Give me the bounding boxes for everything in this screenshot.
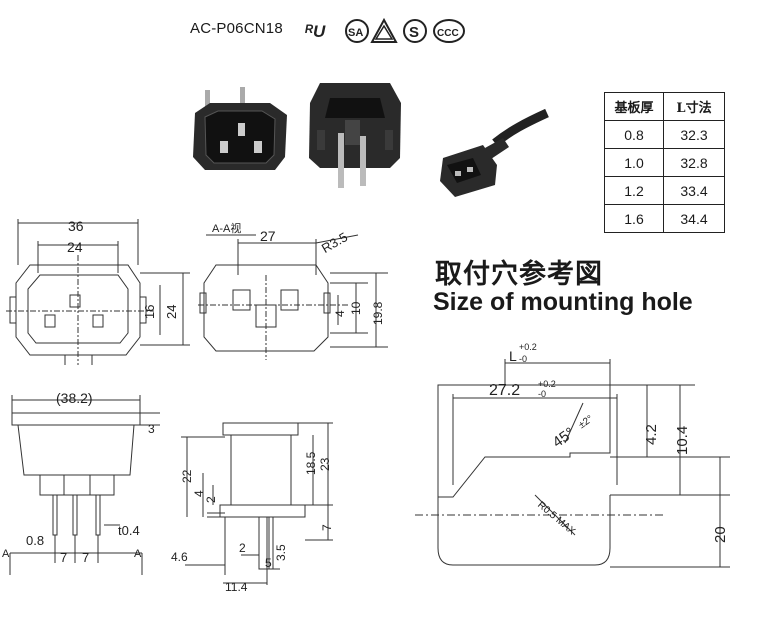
table-cell: 32.3	[663, 120, 725, 149]
dim-l-label: L	[509, 348, 517, 364]
svg-text:ᴿU: ᴿU	[304, 22, 326, 41]
svg-text:CCC: CCC	[437, 28, 459, 39]
dim-38-2: (38.2)	[56, 390, 93, 406]
section-aa-drawing: A-A视 27 R3.5 4 10 19.8	[198, 221, 388, 360]
dim-5: 5	[265, 556, 272, 570]
dim-16: 16	[142, 305, 157, 319]
dim-pitch-7b: 7	[82, 550, 89, 565]
dim-27-2: 27.2	[489, 382, 520, 399]
front-view-drawing: 36 24 16 24	[6, 218, 190, 365]
profile-view-drawing: 22 4 2 18.5 23 7 4.6 2 5 3.5 11.4	[171, 422, 334, 594]
dim-r0-5-max: R0.5 MAX	[535, 500, 577, 538]
pse-mark-icon	[370, 17, 398, 43]
dim-27-2-tol-plus: +0.2	[538, 379, 556, 389]
dim-angle-tol: ±2°	[577, 413, 596, 431]
mounting-hole-title-en: Size of mounting hole	[433, 288, 693, 316]
mounting-hole-title-cn: 取付穴参考図	[435, 259, 603, 290]
dim-45-degree: 45°	[550, 424, 578, 451]
table-row: 0.8 32.3	[604, 120, 725, 149]
table-header: 基板厚	[604, 92, 664, 121]
dim-22: 22	[180, 469, 194, 483]
table-cell: 0.8	[604, 120, 664, 149]
table-cell: 1.2	[604, 176, 664, 205]
table-cell: 32.8	[663, 148, 725, 177]
dim-4-profile: 4	[192, 490, 206, 497]
table-header: L寸法	[663, 92, 725, 121]
dim-2-profile: 2	[204, 496, 218, 503]
dim-20: 20	[712, 526, 729, 543]
dim-4-2: 4.2	[643, 424, 660, 445]
dim-3: 3	[148, 422, 155, 436]
table-cell: 33.4	[663, 176, 725, 205]
dim-r3-5: R3.5	[319, 229, 350, 256]
certification-marks: ᴿU SA S CCC	[304, 17, 465, 43]
dim-pitch-7a: 7	[60, 550, 67, 565]
dim-18-5: 18.5	[304, 451, 318, 475]
mounting-hole-drawing: L +0.2 -0 27.2 +0.2 -0 45° ±2° 4.2 10.4 …	[415, 342, 730, 568]
dim-l-tol-plus: +0.2	[519, 342, 537, 352]
table-cell: 1.0	[604, 148, 664, 177]
csa-mark-icon: SA	[345, 19, 369, 43]
dim-19-8: 19.8	[371, 301, 385, 325]
table-cell: 34.4	[663, 204, 725, 233]
side-view-drawing: (38.2) 3 0.8 7 7 t0.4 A A	[2, 390, 160, 575]
svg-text:S: S	[409, 24, 419, 41]
dim-24-vertical: 24	[164, 305, 179, 319]
ccc-mark-icon: CCC	[433, 19, 465, 43]
table-row: 1.0 32.8	[604, 148, 725, 177]
section-mark-right: A	[134, 548, 142, 560]
dim-27-2-tol-minus: -0	[538, 389, 546, 399]
dim-l-tol-minus: -0	[519, 354, 527, 364]
dim-10-4: 10.4	[674, 426, 691, 455]
s-mark-icon: S	[403, 19, 427, 43]
section-label: A-A视	[212, 221, 241, 235]
socket-front-photo	[193, 87, 287, 170]
dim-t0-4: t0.4	[118, 523, 140, 538]
dim-27: 27	[260, 228, 276, 244]
dim-11-4: 11.4	[225, 580, 248, 594]
dim-23: 23	[318, 457, 332, 471]
dim-4-6: 4.6	[171, 550, 188, 564]
table-cell: 1.6	[604, 204, 664, 233]
socket-back-photo	[309, 83, 401, 188]
dim-2b: 2	[239, 541, 246, 555]
svg-text:SA: SA	[348, 27, 363, 39]
dim-3-5: 3.5	[274, 544, 288, 561]
section-mark-left: A	[2, 548, 10, 560]
board-thickness-table: 基板厚 L寸法 0.8 32.3 1.0 32.8 1.2 33.4 1.6 3…	[604, 92, 725, 233]
dim-7: 7	[320, 524, 334, 531]
ur-mark-icon: ᴿU	[304, 22, 326, 41]
table-row: 1.6 34.4	[604, 204, 725, 233]
model-number: AC-P06CN18	[190, 20, 283, 37]
dim-24: 24	[67, 239, 83, 255]
power-cord-plug-photo	[440, 108, 549, 197]
table-row: 1.2 33.4	[604, 176, 725, 205]
dim-0-8: 0.8	[26, 533, 44, 548]
dim-4: 4	[333, 310, 347, 317]
dim-10: 10	[349, 301, 363, 315]
dim-36: 36	[68, 218, 84, 234]
